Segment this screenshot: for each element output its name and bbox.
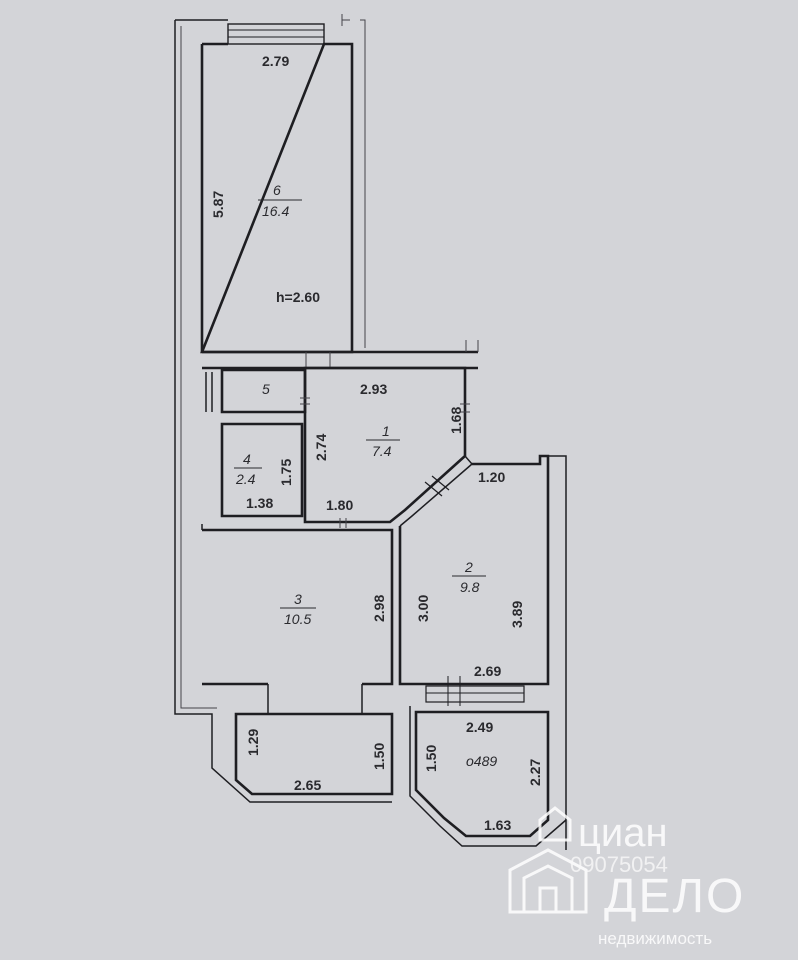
watermark-brand: циан — [578, 811, 668, 855]
balcony-door — [425, 676, 525, 706]
dim-balcony-right-right: 2.27 — [527, 759, 543, 786]
room-3 — [201, 524, 394, 714]
watermark: циан 09075054 ДЕЛО недвижимость — [508, 806, 745, 948]
balcony-left — [234, 712, 394, 796]
dim-room6-length: 5.87 — [210, 191, 226, 218]
window-room6 — [227, 23, 325, 45]
dim-room1-width: 2.93 — [360, 381, 387, 397]
room2-number: 2 — [464, 559, 473, 575]
room3-area: 10.5 — [284, 611, 311, 627]
ceiling-height: h=2.60 — [276, 289, 320, 305]
room-5 — [205, 368, 307, 414]
balcony-right-label: о489 — [466, 753, 497, 769]
room3-number: 3 — [294, 591, 302, 607]
room1-number: 1 — [382, 423, 390, 439]
room4-area: 2.4 — [235, 471, 256, 487]
dim-balcony-left-w: 2.65 — [294, 777, 321, 793]
room-4 — [220, 422, 304, 518]
room1-area: 7.4 — [372, 443, 392, 459]
dim-balcony-right-left: 1.50 — [423, 745, 439, 772]
dim-room2-bottom: 2.69 — [474, 663, 501, 679]
dim-balcony-right-bottom: 1.63 — [484, 817, 511, 833]
watermark-tagline: недвижимость — [598, 929, 712, 948]
dim-room4-width: 1.38 — [246, 495, 273, 511]
dim-balcony-left-h2: 1.50 — [371, 743, 387, 770]
dim-room1-bottom: 1.80 — [326, 497, 353, 513]
dim-room2-top: 1.20 — [478, 469, 505, 485]
dim-room6-width: 2.79 — [262, 53, 289, 69]
cian-logo-icon — [538, 806, 572, 842]
room-1 — [303, 366, 474, 527]
outer-wall-outline — [174, 19, 392, 803]
dim-balcony-left-h1: 1.29 — [245, 729, 261, 756]
dim-room2-left: 3.00 — [415, 595, 431, 622]
watermark-company: ДЕЛО — [604, 870, 745, 923]
dim-room4-height: 1.75 — [278, 459, 294, 486]
room5-number: 5 — [262, 381, 270, 397]
dim-room3-right: 2.98 — [371, 595, 387, 622]
dim-room2-right: 3.89 — [509, 601, 525, 628]
room6-number: 6 — [273, 182, 281, 198]
delo-logo-icon — [508, 848, 588, 914]
room-2 — [398, 454, 567, 850]
dim-balcony-right-top: 2.49 — [466, 719, 493, 735]
dim-room1-right: 1.68 — [448, 407, 464, 434]
dim-room1-left: 2.74 — [313, 434, 329, 461]
room6-area: 16.4 — [262, 203, 289, 219]
corridor-wall — [202, 350, 478, 370]
room2-area: 9.8 — [460, 579, 480, 595]
balcony-right — [409, 706, 567, 847]
room4-number: 4 — [243, 451, 251, 467]
